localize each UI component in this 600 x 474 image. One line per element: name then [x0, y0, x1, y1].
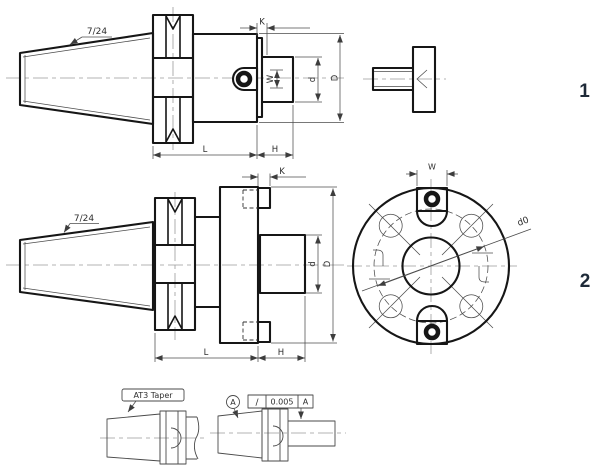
- key-screw-bottom: [423, 323, 441, 341]
- dim-label-D: D: [331, 74, 341, 81]
- taper-chamfer-lines: [22, 226, 151, 307]
- dim-label-l: L: [203, 145, 208, 155]
- disc-keys-and-pilot: [193, 185, 307, 345]
- mounting-hole: [378, 294, 403, 319]
- screw-outline: [371, 45, 437, 114]
- dim-label-d0: d0: [516, 215, 530, 228]
- at3-taper-note: AT3 Taper: [133, 391, 173, 400]
- note-leader: [127, 400, 137, 413]
- front-view: d0 W: [347, 163, 532, 354]
- retention-screw-view: [363, 45, 446, 114]
- dim-label-l: L: [204, 348, 209, 358]
- side-view-1: K W d D L H 7/24: [6, 7, 344, 159]
- key-screw: [235, 70, 253, 88]
- taper-outline: [106, 413, 161, 462]
- drive-key-bottom: [415, 305, 449, 346]
- mounting-hole: [378, 213, 403, 238]
- datum-symbol-circle: [226, 395, 240, 409]
- d0-arrow-left: [377, 265, 432, 287]
- hidden-key-lines: [242, 189, 258, 341]
- dim-label-h: H: [272, 145, 278, 155]
- item-number-1: 1: [579, 81, 590, 102]
- center-bore-circle: [401, 236, 461, 296]
- item-number-2: 2: [580, 271, 591, 292]
- note-box: [121, 388, 185, 402]
- side-view-2: K d D L H 7/24: [6, 167, 344, 362]
- taper-outline: [217, 410, 263, 459]
- runout-datum-ref: A: [303, 398, 309, 407]
- drive-key-top: [415, 186, 449, 227]
- d0-arrow-right: [430, 246, 485, 267]
- bolt-circle: [373, 208, 489, 324]
- taper-note-leader: [69, 36, 83, 45]
- flange-outline: [159, 410, 187, 465]
- dim-label-d: d: [308, 77, 318, 82]
- frame-dividers: [265, 395, 299, 408]
- feature-control-frame: [247, 394, 314, 409]
- dim-label-k: K: [259, 18, 265, 28]
- dim-label-w: W: [428, 163, 436, 172]
- datum-leader: [232, 408, 239, 419]
- bore-keyway-marks: [369, 249, 493, 283]
- detail-runout: A / 0.005 A: [210, 394, 346, 462]
- w-extension-lines: [416, 170, 448, 186]
- taper-ratio-label: 7/24: [74, 214, 94, 224]
- detail-at3-taper: AT3 Taper: [100, 388, 208, 465]
- dim-label-w: W: [266, 74, 276, 83]
- runout-symbol: /: [255, 398, 259, 408]
- taper-shank: [18, 220, 155, 312]
- mounting-hole: [459, 294, 484, 319]
- datum-label: A: [230, 398, 236, 407]
- flange-groove-lines: [167, 198, 183, 330]
- dim-label-d: d: [308, 261, 318, 266]
- key-screw-top: [423, 190, 441, 208]
- screw-thread-and-socket-lines: [374, 69, 428, 89]
- taper-ratio-label: 7/24: [87, 27, 107, 37]
- mounting-hole: [459, 213, 484, 238]
- dim-label-h: H: [278, 348, 284, 358]
- flange-groove-lines: [165, 15, 181, 143]
- dim-label-D: D: [323, 260, 333, 267]
- pilot-cylinder: [288, 420, 336, 447]
- runout-tolerance-value: 0.005: [271, 398, 294, 407]
- flange-outline: [261, 408, 289, 462]
- taper-chamfer-lines: [22, 37, 151, 121]
- dim-label-k: K: [279, 167, 285, 177]
- break-line: [186, 416, 200, 460]
- taper-note-leader: [63, 223, 71, 233]
- diagonal-centerlines: [368, 203, 494, 329]
